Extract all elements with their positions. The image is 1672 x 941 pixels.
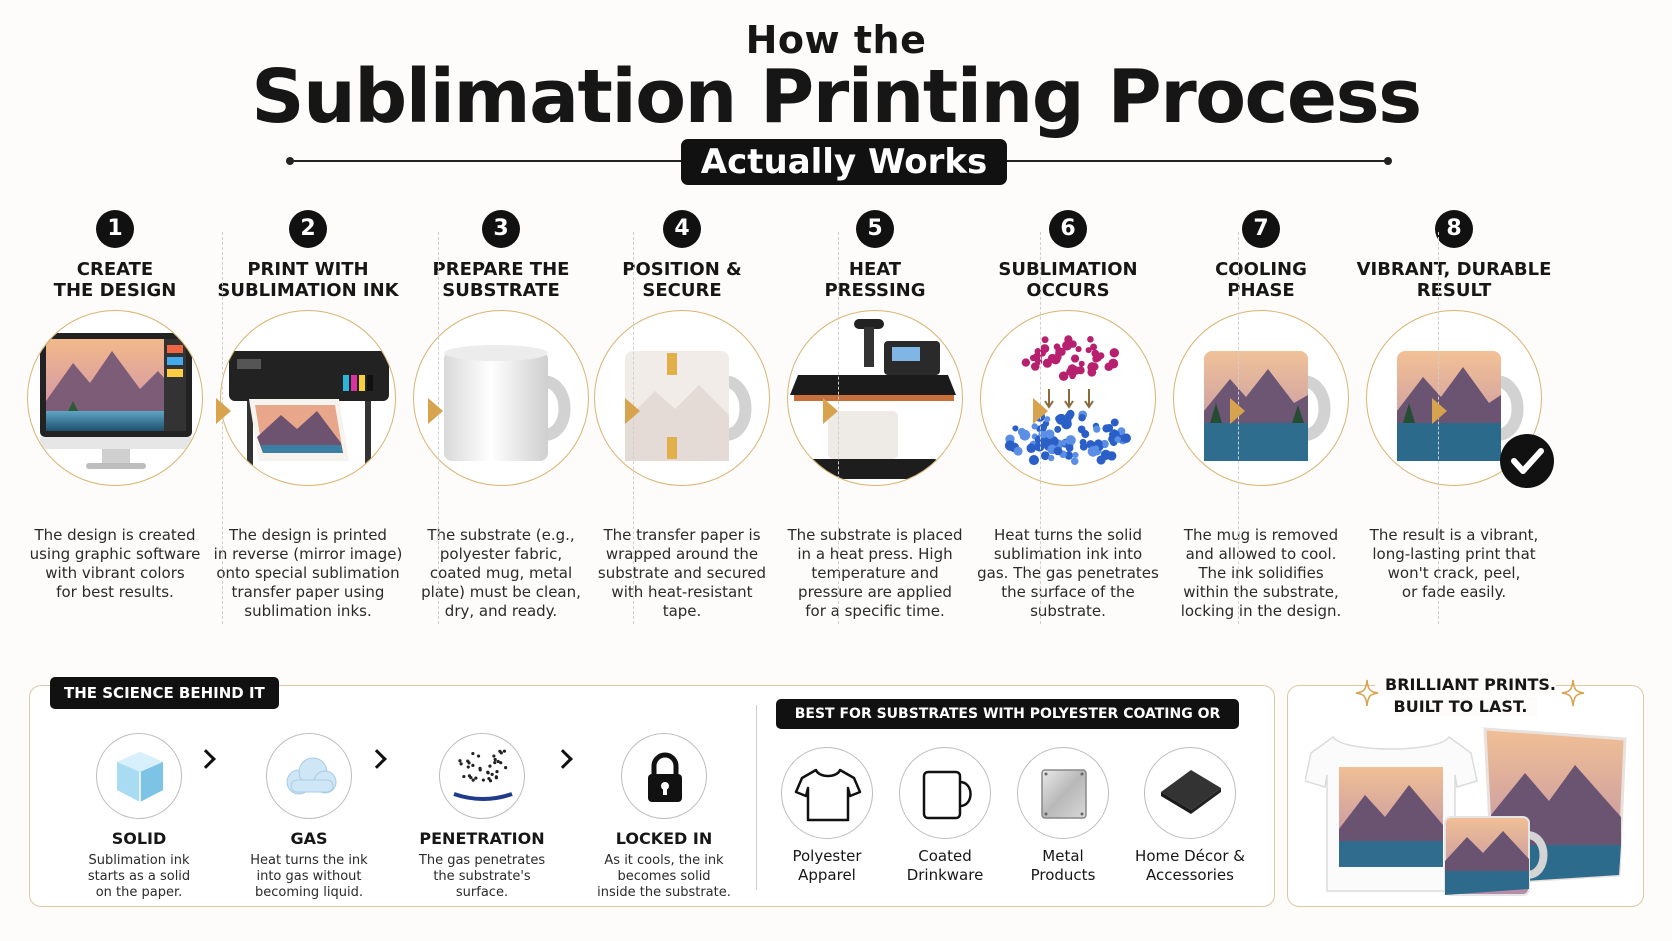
- printed-mug-icon: [1173, 310, 1349, 486]
- ice-cube-icon: [96, 733, 182, 819]
- step-heading: HEAT PRESSING: [824, 259, 926, 301]
- finished-mug-check-icon: [1366, 310, 1554, 488]
- step-number: 5: [856, 210, 894, 248]
- step-number: 4: [663, 210, 701, 248]
- promo-title-text: BRILLIANT PRINTS. BUILT TO LAST.: [1375, 675, 1556, 716]
- printer-icon: [220, 310, 396, 486]
- step-arrow-icon: [428, 398, 443, 424]
- substrate-item-label: Coated Drinkware: [906, 847, 984, 884]
- step-separator: [1040, 232, 1041, 624]
- step-heading: VIBRANT, DURABLE RESULT: [1356, 259, 1552, 301]
- step-arrow-icon: [625, 398, 640, 424]
- step-description: The design is created using graphic soft…: [29, 526, 201, 601]
- step-description: Heat turns the solid sublimation ink int…: [977, 526, 1159, 620]
- science-item-text: The gas penetrates the substrate's surfa…: [418, 853, 546, 900]
- step-description: The design is printed in reverse (mirror…: [213, 526, 403, 620]
- step-heading: POSITION & SECURE: [622, 259, 742, 301]
- step-description: The transfer paper is wrapped around the…: [597, 526, 767, 620]
- step-number: 6: [1049, 210, 1087, 248]
- step-number: 1: [96, 210, 134, 248]
- product-showcase-image: [1305, 727, 1627, 896]
- substrate-item-label: Polyester Apparel: [792, 847, 862, 884]
- step-separator: [222, 232, 223, 624]
- substrate-item-label: Metal Products: [1030, 847, 1096, 884]
- padlock-icon: [621, 733, 707, 819]
- step-heading: SUBLIMATION OCCURS: [998, 259, 1138, 301]
- panel-divider: [756, 705, 757, 890]
- title-badge: Actually Works: [681, 139, 1007, 185]
- step-heading: PRINT WITH SUBLIMATION INK: [217, 259, 399, 301]
- molecules-icon: [980, 310, 1156, 486]
- step-description: The substrate (e.g., polyester fabric, c…: [421, 526, 581, 620]
- science-item-text: Sublimation ink starts as a solid on the…: [87, 853, 191, 900]
- step-number: 2: [289, 210, 327, 248]
- computer-monitor-icon: [27, 310, 203, 486]
- sparkle-icon: [1561, 679, 1585, 707]
- science-item-text: As it cools, the ink becomes solid insid…: [597, 853, 731, 900]
- step-heading: PREPARE THE SUBSTRATE: [432, 259, 570, 301]
- cloud-icon: [266, 733, 352, 819]
- step-arrow-icon: [216, 398, 231, 424]
- substrate-item-label: Home Décor & Accessories: [1135, 847, 1245, 884]
- step-arrow-icon: [823, 398, 838, 424]
- step-description: The result is a vibrant, long-lasting pr…: [1369, 526, 1539, 601]
- tshirt-icon: [781, 747, 873, 839]
- science-item-label: LOCKED IN: [615, 829, 713, 848]
- science-item-label: GAS: [290, 829, 328, 848]
- step-separator: [1238, 232, 1239, 624]
- step-number: 7: [1242, 210, 1280, 248]
- sparkle-icon: [1355, 679, 1379, 707]
- science-item-label: PENETRATION: [419, 829, 545, 848]
- wrapped-mug-icon: [594, 310, 770, 486]
- science-tag: THE SCIENCE BEHIND IT: [50, 677, 279, 709]
- step-heading: CREATE THE DESIGN: [53, 259, 177, 301]
- science-item-label: SOLID: [111, 829, 167, 848]
- coaster-icon: [1144, 747, 1236, 839]
- title-prefix: How the: [745, 18, 927, 62]
- step-separator: [838, 232, 839, 624]
- page-title: Sublimation Printing Process: [251, 54, 1422, 140]
- step-separator: [633, 232, 634, 624]
- step-separator: [1438, 232, 1439, 624]
- step-arrow-icon: [1432, 398, 1447, 424]
- step-number: 3: [482, 210, 520, 248]
- promo-title: BRILLIANT PRINTS. BUILT TO LAST.: [1287, 674, 1644, 718]
- step-separator: [438, 232, 439, 624]
- science-item-text: Heat turns the ink into gas without beco…: [250, 853, 368, 900]
- substrates-tag: BEST FOR SUBSTRATES WITH POLYESTER COATI…: [776, 699, 1239, 752]
- particles-icon: [439, 733, 525, 819]
- step-arrow-icon: [1033, 398, 1048, 424]
- step-description: The substrate is placed in a heat press.…: [787, 526, 963, 620]
- step-arrow-icon: [1230, 398, 1245, 424]
- heat-press-icon: [787, 310, 963, 486]
- step-heading: COOLING PHASE: [1215, 259, 1307, 301]
- step-number: 8: [1435, 210, 1473, 248]
- mug-outline-icon: [899, 747, 991, 839]
- metal-plate-icon: [1017, 747, 1109, 839]
- step-description: The mug is removed and allowed to cool. …: [1180, 526, 1342, 620]
